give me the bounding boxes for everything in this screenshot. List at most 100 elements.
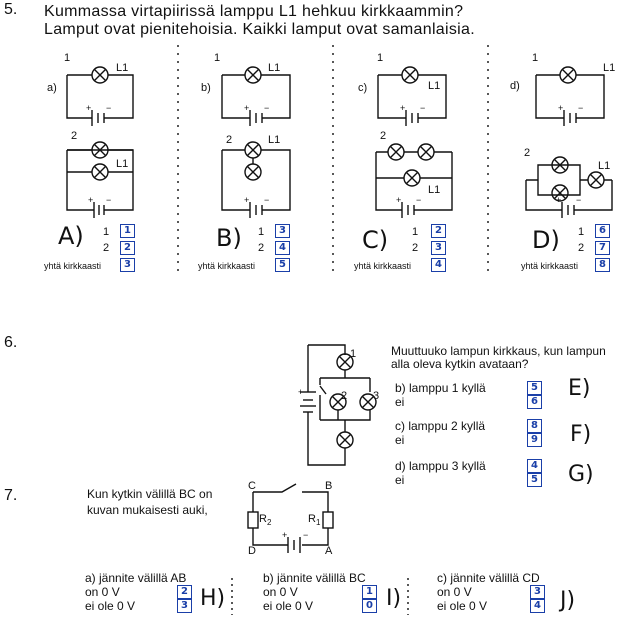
svg-text:−: − [264, 195, 269, 205]
panel-a-brightest-label: yhtä kirkkaasti [44, 261, 102, 271]
panel-b-top-label: 1 [214, 52, 221, 64]
panel-a-row2: 2 [103, 242, 110, 254]
svg-text:−: − [106, 195, 111, 205]
panel-a-box-2[interactable]: 2 [120, 241, 135, 255]
q6-item-d-box-1[interactable]: 4 [527, 459, 542, 473]
circuit-q7 [247, 483, 334, 553]
q7-part-c-yes: on 0 V [437, 585, 472, 599]
panel-d-box-3[interactable]: 8 [595, 258, 610, 272]
q7-part-b-label: b) jännite välillä BC [263, 571, 366, 585]
q7-text-line2: kuvan mukaisesti auki, [87, 503, 208, 517]
q7-part-b-answer: I) [386, 586, 402, 611]
svg-text:+: + [400, 103, 405, 113]
panel-c-row1: 1 [412, 226, 419, 238]
panel-b-answer-letter: B) [216, 224, 242, 252]
svg-text:+: + [556, 195, 561, 205]
panel-b-row1: 1 [258, 226, 265, 238]
question-6-number: 6. [4, 334, 18, 351]
q7-part-c-box-1[interactable]: 3 [530, 585, 545, 599]
q7-part-c-box-2[interactable]: 4 [530, 599, 545, 613]
panel-b-box-2[interactable]: 4 [275, 241, 290, 255]
panel-c-top-label: 1 [377, 52, 384, 64]
panel-b-box-3[interactable]: 5 [275, 258, 290, 272]
q6-item-d-answer: G) [568, 462, 594, 487]
q7-resistor-r1: R1 [308, 513, 321, 528]
panel-c-box-2[interactable]: 3 [431, 241, 446, 255]
circuit-c-top [377, 66, 447, 126]
q6-item-c-box-2[interactable]: 9 [527, 433, 542, 447]
circuit-d-bottom [525, 156, 613, 218]
panel-c-box-3[interactable]: 4 [431, 258, 446, 272]
q7-part-b-box-1[interactable]: 1 [362, 585, 377, 599]
panel-d-letter: d) [510, 80, 520, 92]
panel-a-answer-letter: A) [58, 222, 84, 250]
panel-c-box-1[interactable]: 2 [431, 224, 446, 238]
q6-item-b-box-2[interactable]: 6 [527, 395, 542, 409]
q6-item-b-no: ei [395, 395, 405, 409]
panel-d-box-2[interactable]: 7 [595, 241, 610, 255]
panel-b-row2: 2 [258, 242, 265, 254]
q7-node-d: D [248, 545, 256, 557]
q6-item-b-box-1[interactable]: 5 [527, 381, 542, 395]
q6-item-c-label: c) lamppu 2 kyllä [395, 419, 486, 433]
panel-b-box-1[interactable]: 3 [275, 224, 290, 238]
q6-item-c-answer: F) [570, 422, 592, 447]
panel-a-lamp-label-2: L1 [116, 158, 129, 170]
panel-a-box-3[interactable]: 3 [120, 258, 135, 272]
svg-text:−: − [576, 195, 581, 205]
svg-text:+: + [298, 387, 303, 397]
panel-a-box-1[interactable]: 1 [120, 224, 135, 238]
q6-item-d-box-2[interactable]: 5 [527, 473, 542, 487]
panel-c-lamp-label-2: L1 [428, 184, 441, 196]
q7-node-b: B [325, 480, 333, 492]
q7-part-b-yes: on 0 V [263, 585, 298, 599]
panel-b-lamp-label-2: L1 [268, 134, 281, 146]
panel-b-lower-label: 2 [226, 134, 233, 146]
question-5-number: 5. [4, 1, 18, 18]
q7-part-c-no: ei ole 0 V [437, 599, 488, 613]
q7-part-b-box-2[interactable]: 0 [362, 599, 377, 613]
svg-text:+: + [86, 103, 91, 113]
q7-part-a-yes: on 0 V [85, 585, 120, 599]
q7-part-a-no: ei ole 0 V [85, 599, 136, 613]
panel-c-letter: c) [358, 82, 368, 94]
circuit-q6 [300, 344, 377, 466]
panel-b-brightest-label: yhtä kirkkaasti [198, 261, 256, 271]
q6-item-d-label: d) lamppu 3 kyllä [395, 459, 486, 473]
panel-d-row2: 2 [578, 242, 585, 254]
q6-item-b-label: b) lamppu 1 kyllä [395, 381, 486, 395]
panel-a-lamp-label: L1 [116, 62, 129, 74]
svg-text:+: + [558, 103, 563, 113]
panel-a-top-label: 1 [64, 52, 71, 64]
q6-item-c-box-1[interactable]: 8 [527, 419, 542, 433]
panel-c-answer-letter: C) [362, 226, 389, 254]
q7-node-c: C [248, 480, 256, 492]
circuit-d-top [535, 66, 605, 126]
q6-question-line2: alla oleva kytkin avataan? [391, 357, 529, 371]
panel-d-answer-letter: D) [532, 226, 560, 254]
panel-b-lamp-label: L1 [268, 62, 281, 74]
q6-item-b-answer: E) [568, 376, 591, 401]
svg-text:−: − [416, 195, 421, 205]
circuit-a-top [66, 66, 134, 126]
panel-d-top-label: 1 [532, 52, 539, 64]
svg-text:−: − [578, 103, 583, 113]
q7-part-c-answer: J) [560, 588, 576, 613]
q6-lamp-label-3: 3 [373, 390, 380, 402]
question-7-number: 7. [4, 487, 18, 504]
panel-c-lamp-label: L1 [428, 80, 441, 92]
q7-text-line1: Kun kytkin välillä BC on [87, 487, 213, 501]
panel-c-row2: 2 [412, 242, 419, 254]
q7-node-a: A [325, 545, 333, 557]
q7-part-a-box-1[interactable]: 2 [177, 585, 192, 599]
svg-text:+: + [88, 195, 93, 205]
q7-resistor-r2: R2 [259, 513, 272, 528]
svg-text:+: + [244, 103, 249, 113]
panel-d-box-1[interactable]: 6 [595, 224, 610, 238]
q7-part-a-box-2[interactable]: 3 [177, 599, 192, 613]
svg-text:−: − [420, 103, 425, 113]
circuit-a-bottom [66, 141, 134, 218]
q7-part-b-no: ei ole 0 V [263, 599, 314, 613]
svg-text:+: + [244, 195, 249, 205]
